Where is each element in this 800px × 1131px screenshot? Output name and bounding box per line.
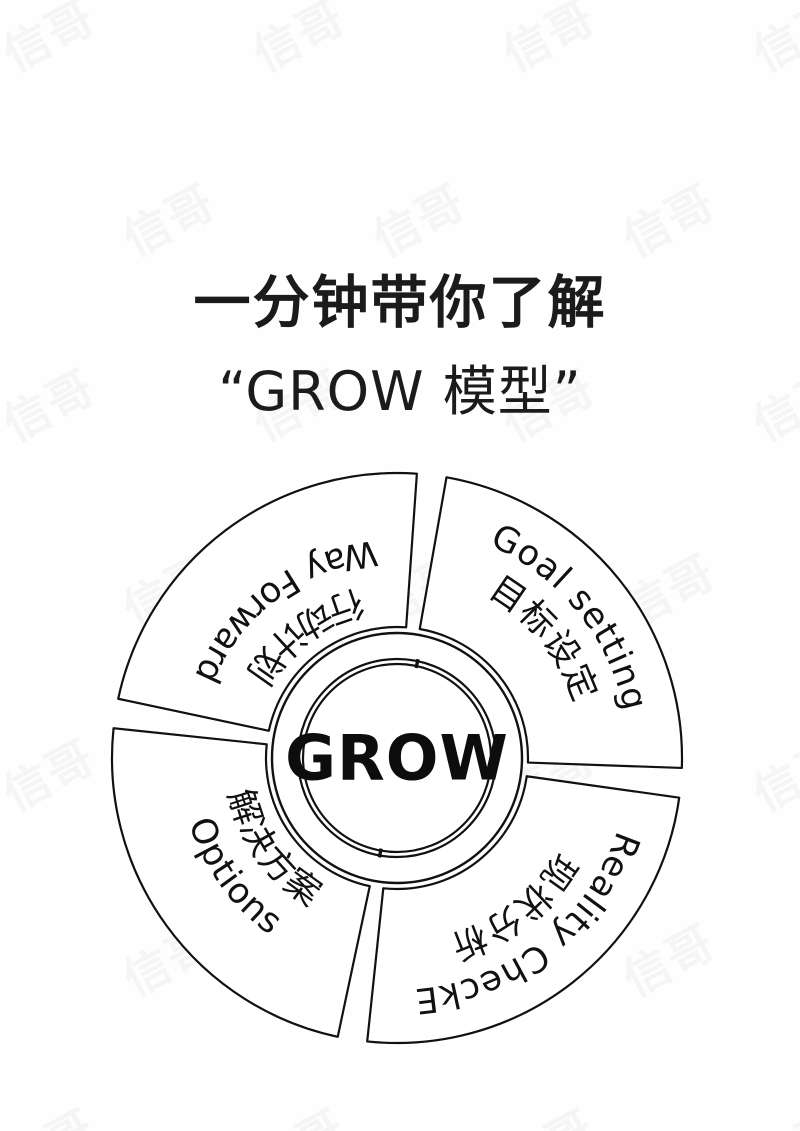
hub-outer-circle bbox=[270, 631, 524, 885]
page-title-line-1: 一分钟带你了解 bbox=[193, 270, 607, 336]
hub-inner-ring bbox=[296, 657, 498, 859]
wheel-segment-way-forward[interactable] bbox=[117, 471, 418, 732]
wheel-segment-reality[interactable] bbox=[366, 775, 681, 1045]
wheel-segments bbox=[110, 471, 684, 1045]
page-title-line-2: “GROW 模型” bbox=[218, 359, 582, 423]
hub-tick-marks bbox=[297, 658, 498, 858]
wheel-segment-goal[interactable] bbox=[418, 476, 684, 770]
hub-inner-ring-2 bbox=[301, 662, 493, 854]
hub-tick-2 bbox=[377, 848, 383, 858]
wheel-hub: GROW bbox=[270, 631, 524, 885]
hub-tick-0 bbox=[414, 658, 420, 669]
hub-tick-1 bbox=[488, 762, 498, 767]
hub-label: GROW bbox=[285, 722, 509, 795]
heading-block: 一分钟带你了解 “GROW 模型” bbox=[0, 270, 800, 423]
wheel-segment-options[interactable] bbox=[110, 727, 371, 1038]
hub-tick-3 bbox=[297, 738, 307, 744]
